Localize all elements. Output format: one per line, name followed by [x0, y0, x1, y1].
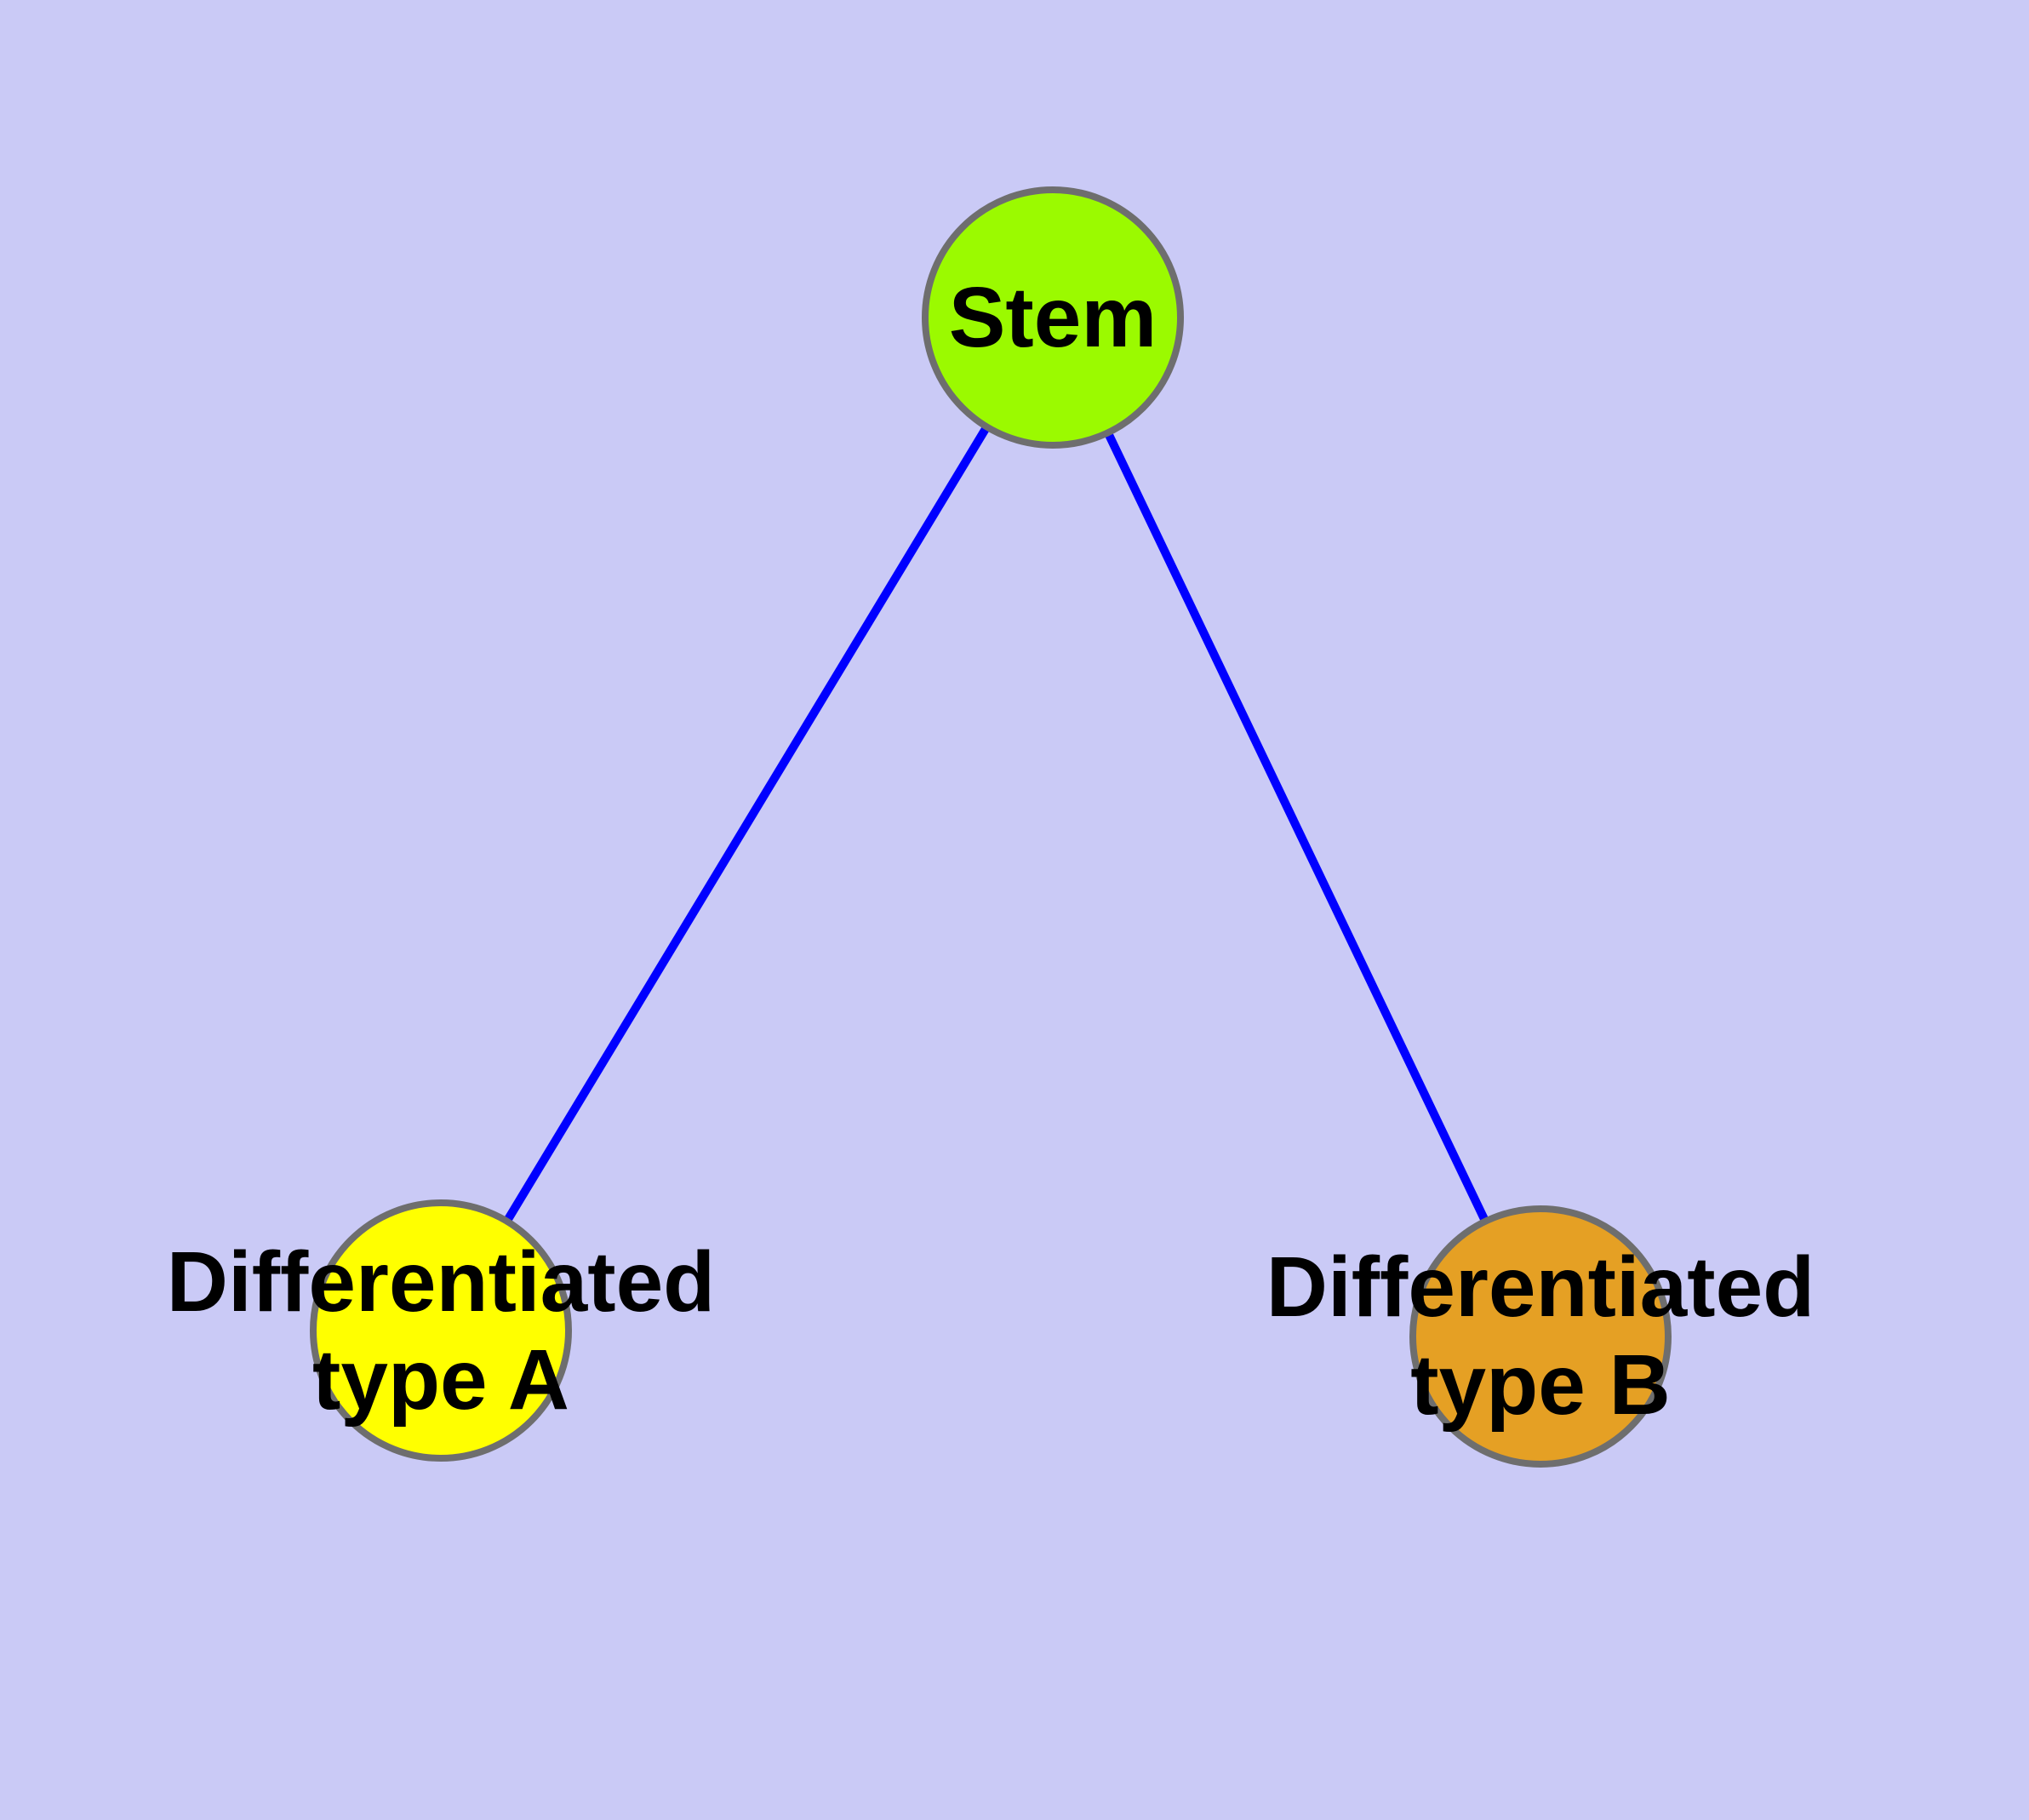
- type-b-node-label-line2: type B: [1410, 1337, 1671, 1433]
- type-a-node-label-line2: type A: [312, 1332, 569, 1428]
- edge-stem-to-type-a: [437, 315, 1057, 1333]
- type-a-node-label-line1: Differentiated: [167, 1234, 716, 1330]
- type-b-node-label-line1: Differentiated: [1266, 1239, 1815, 1335]
- stem-node-circle: [922, 186, 1184, 449]
- stem-node-label: Stem: [949, 270, 1157, 365]
- edge-stem-to-type-b: [1049, 315, 1545, 1339]
- type-a-node-circle: [310, 1199, 572, 1462]
- type-b-node-circle: [1409, 1205, 1672, 1468]
